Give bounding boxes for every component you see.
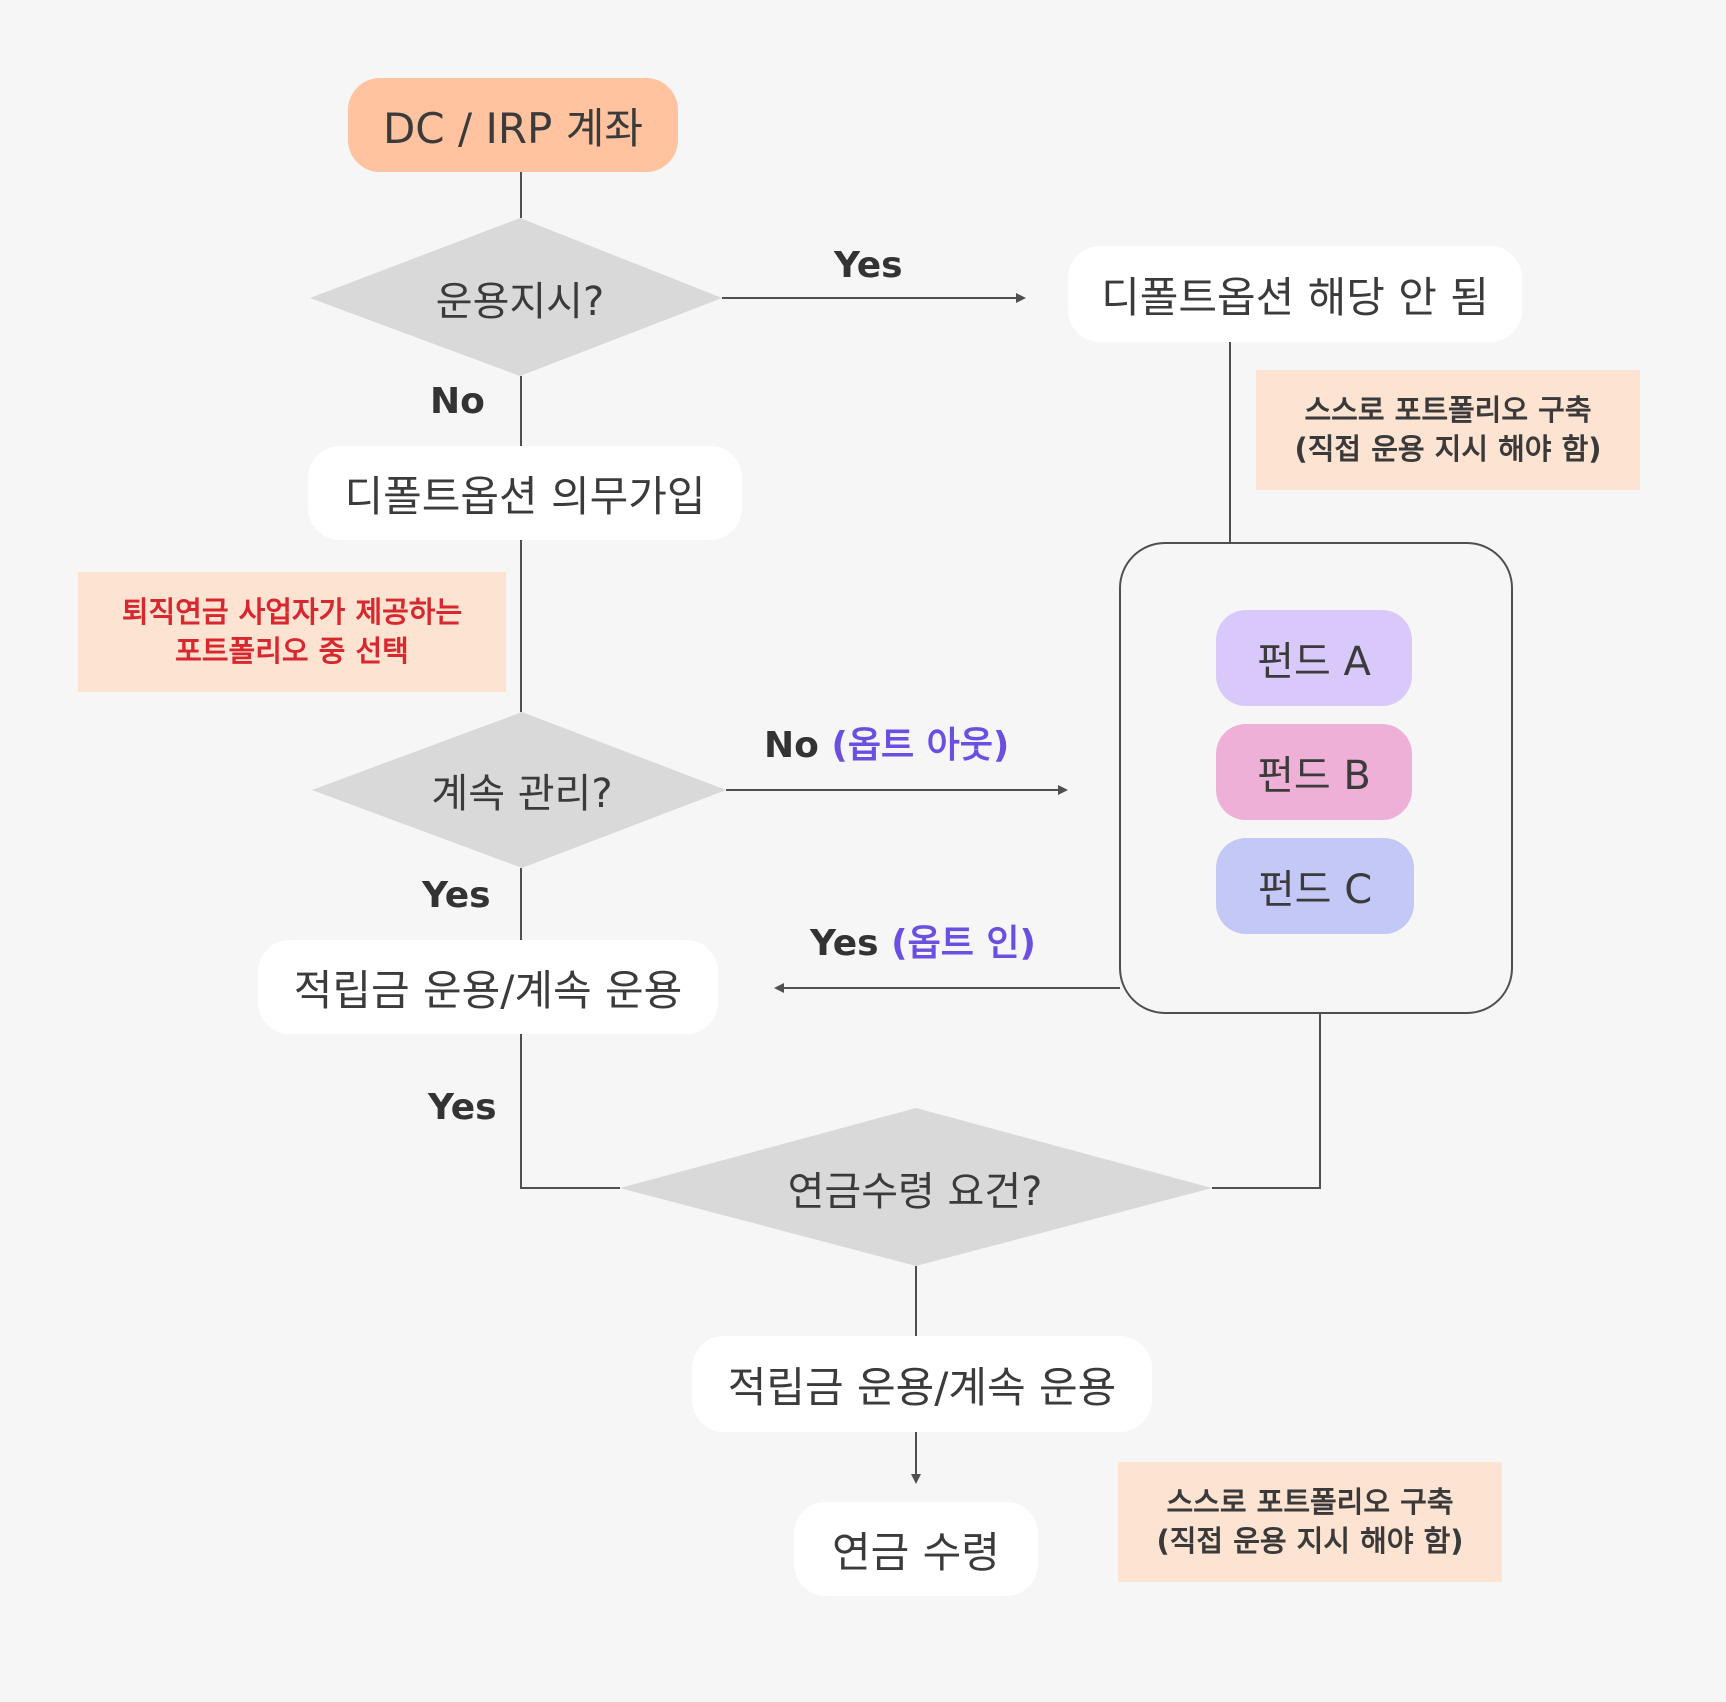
note-self-portfolio-bottom-line2: (직접 운용 지시 해야 함) [1156, 1524, 1464, 1558]
decision-instruct-label: 운용지시? [435, 279, 605, 325]
decision-instruct-shape [310, 218, 722, 376]
decision-manage-shape [312, 712, 726, 868]
note-self-portfolio-top: 스스로 포트폴리오 구축 (직접 운용 지시 해야 함) [1256, 370, 1640, 490]
note-provider-portfolio: 퇴직연금 사업자가 제공하는 포트폴리오 중 선택 [78, 572, 506, 692]
fund-a: 펀드 A [1216, 610, 1412, 706]
decision-pension-shape [620, 1108, 1212, 1266]
edge-label-yes-pension: Yes [428, 1087, 497, 1128]
fund-c: 펀드 C [1216, 838, 1414, 934]
note-provider-portfolio-line2: 포트폴리오 중 선택 [175, 634, 409, 668]
edge-label-yes-manage: Yes [422, 875, 491, 916]
receive-node: 연금 수령 [794, 1502, 1038, 1596]
decision-pension-label: 연금수령 요건? [787, 1169, 1043, 1215]
note-self-portfolio-top-line2: (직접 운용 지시 해야 함) [1294, 432, 1602, 466]
edge-label-no-instruct: No [430, 381, 485, 422]
fund-group-box [1119, 542, 1513, 1014]
note-provider-portfolio-line1: 퇴직연금 사업자가 제공하는 [121, 594, 463, 629]
continue-node-2: 적립금 운용/계속 운용 [692, 1336, 1152, 1432]
edge-label-optin: (옵트 인) [891, 923, 1036, 964]
edge-continue-to-pension [520, 1034, 620, 1189]
edge-label-yes-optin: Yes (옵트 인) [810, 926, 1036, 962]
fund-b: 펀드 B [1216, 724, 1412, 820]
edge-label-no-manage-text: No [764, 725, 819, 766]
edge-label-optout: (옵트 아웃) [831, 725, 1010, 766]
note-self-portfolio-top-line1: 스스로 포트폴리오 구축 [1304, 392, 1592, 427]
edge-label-yes-optin-text: Yes [810, 923, 879, 964]
decision-manage-label: 계속 관리? [431, 771, 613, 817]
start-node: DC / IRP 계좌 [348, 78, 678, 172]
edge-group-to-pension [1212, 1014, 1321, 1189]
continue-node-1: 적립금 운용/계속 운용 [258, 940, 718, 1034]
edge-label-yes-instruct: Yes [834, 245, 903, 286]
edge-label-no-manage: No (옵트 아웃) [764, 728, 1009, 764]
note-self-portfolio-bottom: 스스로 포트폴리오 구축 (직접 운용 지시 해야 함) [1118, 1462, 1502, 1582]
mandatory-node: 디폴트옵션 의무가입 [308, 446, 742, 540]
not-applicable-node: 디폴트옵션 해당 안 됨 [1068, 246, 1522, 342]
note-self-portfolio-bottom-line1: 스스로 포트폴리오 구축 [1166, 1484, 1454, 1519]
